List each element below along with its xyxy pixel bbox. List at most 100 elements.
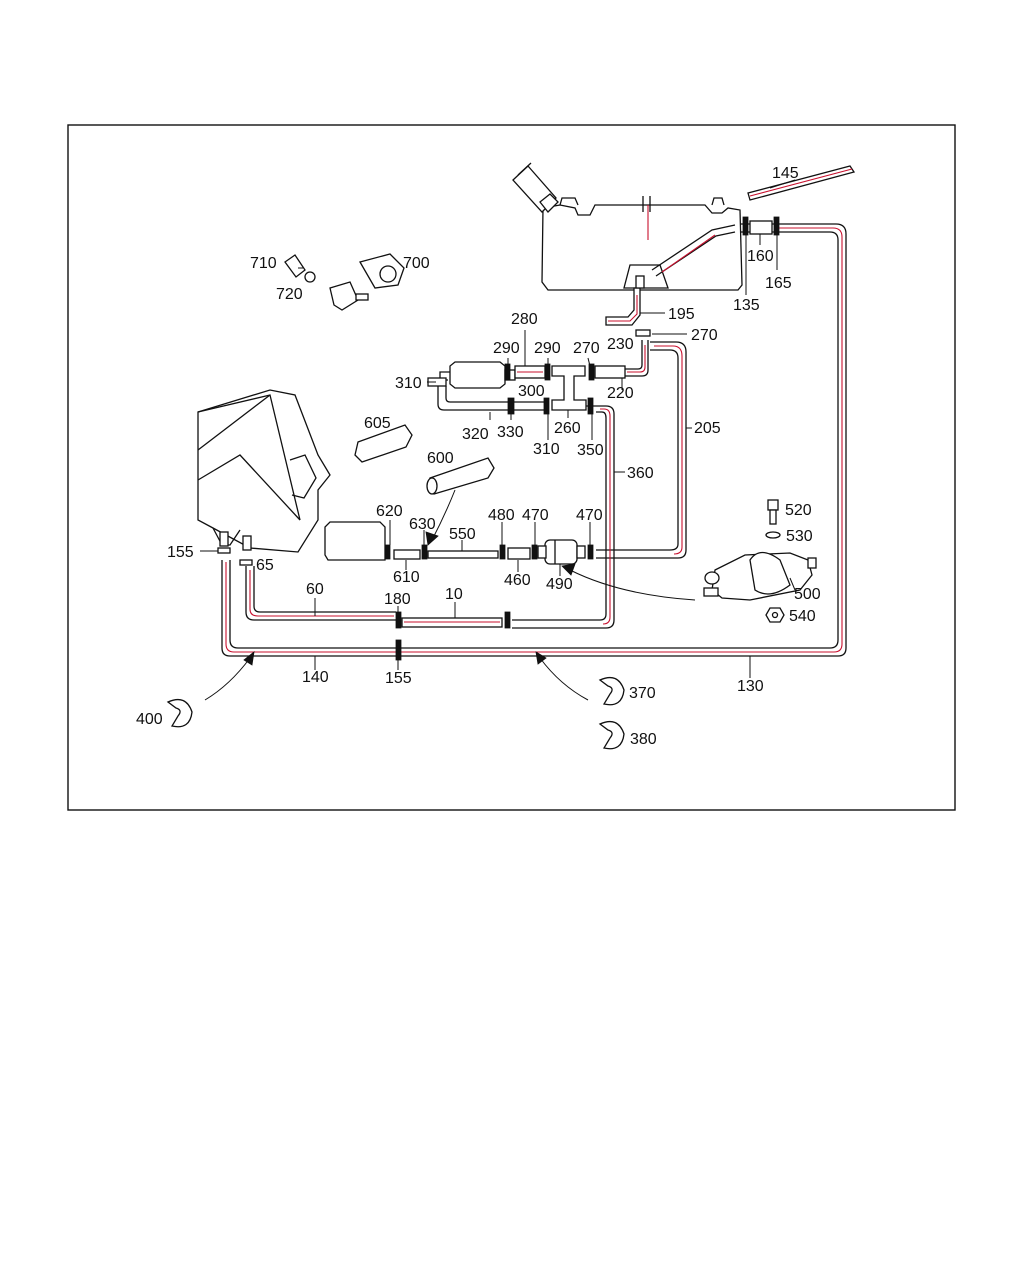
grommet-720: [304, 271, 316, 283]
label-180: 180: [384, 591, 411, 608]
clamp-290-right: [544, 363, 551, 381]
label-460: 460: [504, 572, 531, 589]
label-550: 550: [449, 526, 476, 543]
clamp-470-left: [531, 544, 538, 560]
label-605: 605: [364, 415, 391, 432]
filler-neck: [512, 162, 559, 213]
label-370: 370: [629, 685, 656, 702]
clamp-270-top: [635, 329, 651, 337]
arrow-370: [539, 657, 589, 701]
label-220: 220: [607, 385, 634, 402]
label-160: 160: [747, 248, 774, 265]
label-630: 630: [409, 516, 436, 533]
label-330: 330: [497, 424, 524, 441]
hose-605: [354, 424, 413, 463]
label-230: 230: [607, 336, 634, 353]
label-140: 140: [302, 669, 329, 686]
t-connector-300-260: [551, 365, 587, 411]
clamp-155-top: [217, 547, 231, 554]
outlet-stub: [635, 275, 645, 289]
label-490: 490: [546, 576, 573, 593]
small-pump-group: [427, 361, 516, 389]
clamp-470-right: [587, 544, 594, 560]
clamp-400: [166, 698, 193, 728]
clamp-65: [239, 559, 253, 566]
label-470-left: 470: [522, 507, 549, 524]
label-270-mid: 270: [573, 340, 600, 357]
hose-460: [507, 547, 531, 560]
arrow-400: [204, 657, 251, 701]
label-610: 610: [393, 569, 420, 586]
label-520: 520: [785, 502, 812, 519]
connector-710: [284, 254, 306, 278]
bolt-520: [767, 499, 779, 525]
label-145: 145: [772, 165, 799, 182]
washer-container: [197, 389, 331, 553]
outlet-pipe-195: [605, 287, 641, 326]
clamp-370: [598, 676, 625, 706]
arrow-500: [569, 569, 696, 601]
label-300: 300: [518, 383, 545, 400]
clamp-180: [395, 611, 402, 629]
label-540: 540: [789, 608, 816, 625]
clamp-630: [421, 544, 428, 560]
label-500: 500: [794, 586, 821, 603]
label-360: 360: [627, 465, 654, 482]
hose-220: [594, 365, 626, 379]
label-270-top: 270: [691, 327, 718, 344]
clamp-330: [507, 397, 515, 415]
label-720: 720: [276, 286, 303, 303]
motor-part: [329, 281, 369, 311]
connector-160: [749, 220, 773, 235]
label-155-bottom: 155: [385, 670, 412, 687]
label-290-right: 290: [534, 340, 561, 357]
label-155-top: 155: [167, 544, 194, 561]
label-350: 350: [577, 442, 604, 459]
washer-530: [765, 531, 781, 539]
part-labels: 145 710 700 720 160 165 135 195 280 270 …: [136, 165, 821, 748]
clamp-155-bottom: [395, 639, 402, 661]
clamp-480: [499, 544, 506, 560]
label-10: 10: [445, 586, 463, 603]
hose-610: [393, 549, 421, 560]
clamp-290-left: [504, 363, 511, 381]
label-310-bottom: 310: [533, 441, 560, 458]
clamp-165: [773, 216, 780, 236]
clamp-10-right: [504, 611, 511, 629]
label-470-right: 470: [576, 507, 603, 524]
hose-360: [512, 411, 607, 621]
hose-205: [596, 349, 679, 551]
label-620: 620: [376, 503, 403, 520]
clamp-135: [742, 216, 749, 236]
pump-490: [537, 539, 586, 565]
label-65: 65: [256, 557, 274, 574]
label-600: 600: [427, 450, 454, 467]
clamp-350: [587, 397, 594, 415]
hose-130-140: [225, 227, 843, 653]
label-205: 205: [694, 420, 721, 437]
pump-500: [703, 551, 817, 601]
fluid-reservoir: [541, 196, 743, 291]
hose-550: [427, 550, 499, 559]
label-135: 135: [733, 297, 760, 314]
hose-60: [253, 566, 396, 613]
clamp-380: [598, 720, 625, 750]
label-130: 130: [737, 678, 764, 695]
label-260: 260: [554, 420, 581, 437]
clamp-270-mid: [588, 363, 595, 381]
reservoir-box: [324, 521, 386, 561]
clamp-310-bottom: [543, 397, 550, 415]
nozzle-700: [359, 253, 405, 289]
label-700: 700: [403, 255, 430, 272]
label-380: 380: [630, 731, 657, 748]
label-290-left: 290: [493, 340, 520, 357]
label-320: 320: [462, 426, 489, 443]
diagram-frame: [67, 124, 956, 811]
label-60: 60: [306, 581, 324, 598]
label-400: 400: [136, 711, 163, 728]
label-280: 280: [511, 311, 538, 328]
label-310-top: 310: [395, 375, 422, 392]
clamp-620: [384, 544, 391, 560]
label-165: 165: [765, 275, 792, 292]
